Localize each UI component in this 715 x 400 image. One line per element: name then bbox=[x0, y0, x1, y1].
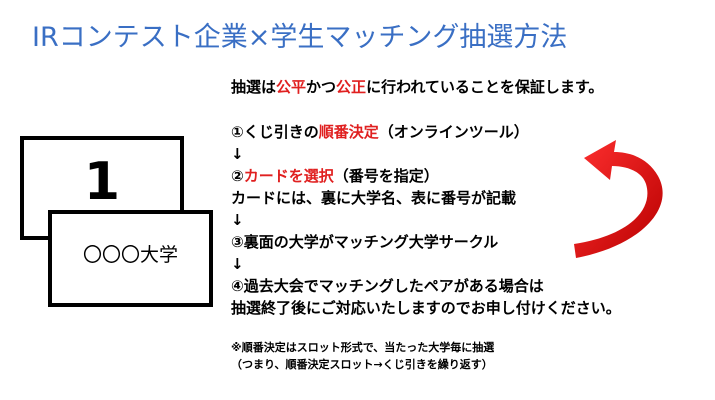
step-1: ①くじ引きの順番決定（オンラインツール） bbox=[231, 121, 529, 143]
intro-text: 抽選は公平かつ公正に行われていることを保証します。 bbox=[231, 76, 603, 98]
note-line-1: ※順番決定はスロット形式で、当たった大学毎に抽選 bbox=[231, 341, 495, 354]
card-university-name: 〇〇〇大学 bbox=[82, 244, 178, 266]
note-line-2: （つまり、順番決定スロット→くじ引きを繰り返す） bbox=[231, 358, 493, 371]
step-4-line-1: ④過去大会でマッチングしたペアがある場合は bbox=[231, 277, 544, 295]
down-arrow-2: ↓ bbox=[231, 211, 244, 229]
intro-part: かつ bbox=[306, 78, 337, 96]
intro-fair: 公平 bbox=[276, 78, 307, 96]
intro-part: に行われていることを保証します。 bbox=[366, 78, 604, 96]
intro-part: 抽選は bbox=[231, 78, 277, 96]
step-2-card-select: カードを選択 bbox=[243, 167, 334, 185]
step-1-order: 順番決定 bbox=[318, 123, 379, 141]
step-2-part: ② bbox=[231, 167, 244, 185]
loop-back-arrow-icon bbox=[574, 140, 663, 258]
lottery-card-front: 〇〇〇大学 bbox=[48, 210, 213, 307]
down-arrow-3: ↓ bbox=[231, 255, 244, 273]
loop-arrow-body bbox=[574, 140, 663, 258]
step-2-part: （番号を指定） bbox=[333, 167, 439, 185]
intro-just: 公正 bbox=[336, 78, 367, 96]
step-2: ②カードを選択（番号を指定） bbox=[231, 165, 439, 187]
step-3: ③裏面の大学がマッチング大学サークル bbox=[231, 233, 499, 251]
step-2-detail: カードには、裏に大学名、表に番号が記載 bbox=[231, 189, 517, 207]
step-1-part: ①くじ引きの bbox=[231, 123, 319, 141]
card-number: 1 bbox=[83, 152, 121, 212]
page-title: IRコンテスト企業×学生マッチング抽選方法 bbox=[32, 22, 568, 53]
step-1-part: （オンラインツール） bbox=[378, 123, 529, 141]
down-arrow-1: ↓ bbox=[231, 145, 244, 163]
step-4-line-2: 抽選終了後にご対応いたしますのでお申し付けください。 bbox=[231, 299, 621, 317]
